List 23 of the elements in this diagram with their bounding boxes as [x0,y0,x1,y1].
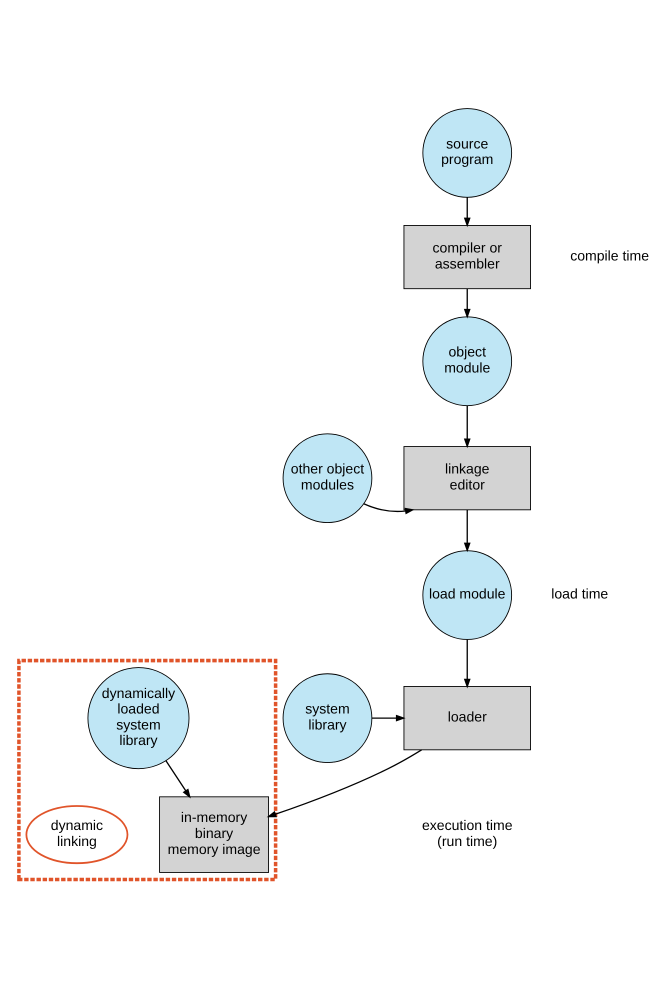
arrow [165,760,191,798]
node-circle: object module [422,316,512,406]
node-box: linkage editor [404,446,531,510]
node-circle: dynamically loaded system library [87,667,190,770]
arrow [464,510,471,552]
label: compile time [570,247,650,264]
node-circle: other object modules [282,433,372,523]
arrow [364,503,415,514]
node-ellipse: dynamic linking [26,805,128,864]
arrow [464,406,471,448]
node-circle: system library [282,673,372,763]
arrow [464,640,471,688]
node-circle: load module [422,550,512,640]
label: load time [551,585,608,602]
arrow [464,198,471,228]
arrow [464,288,471,319]
label: execution time (run time) [422,817,513,849]
node-circle: source program [422,108,512,198]
arrow [266,749,422,818]
node-box: in-memory binary memory image [159,796,269,873]
node-box: compiler or assembler [404,225,531,290]
arrow [372,714,406,722]
node-box: loader [404,686,531,750]
